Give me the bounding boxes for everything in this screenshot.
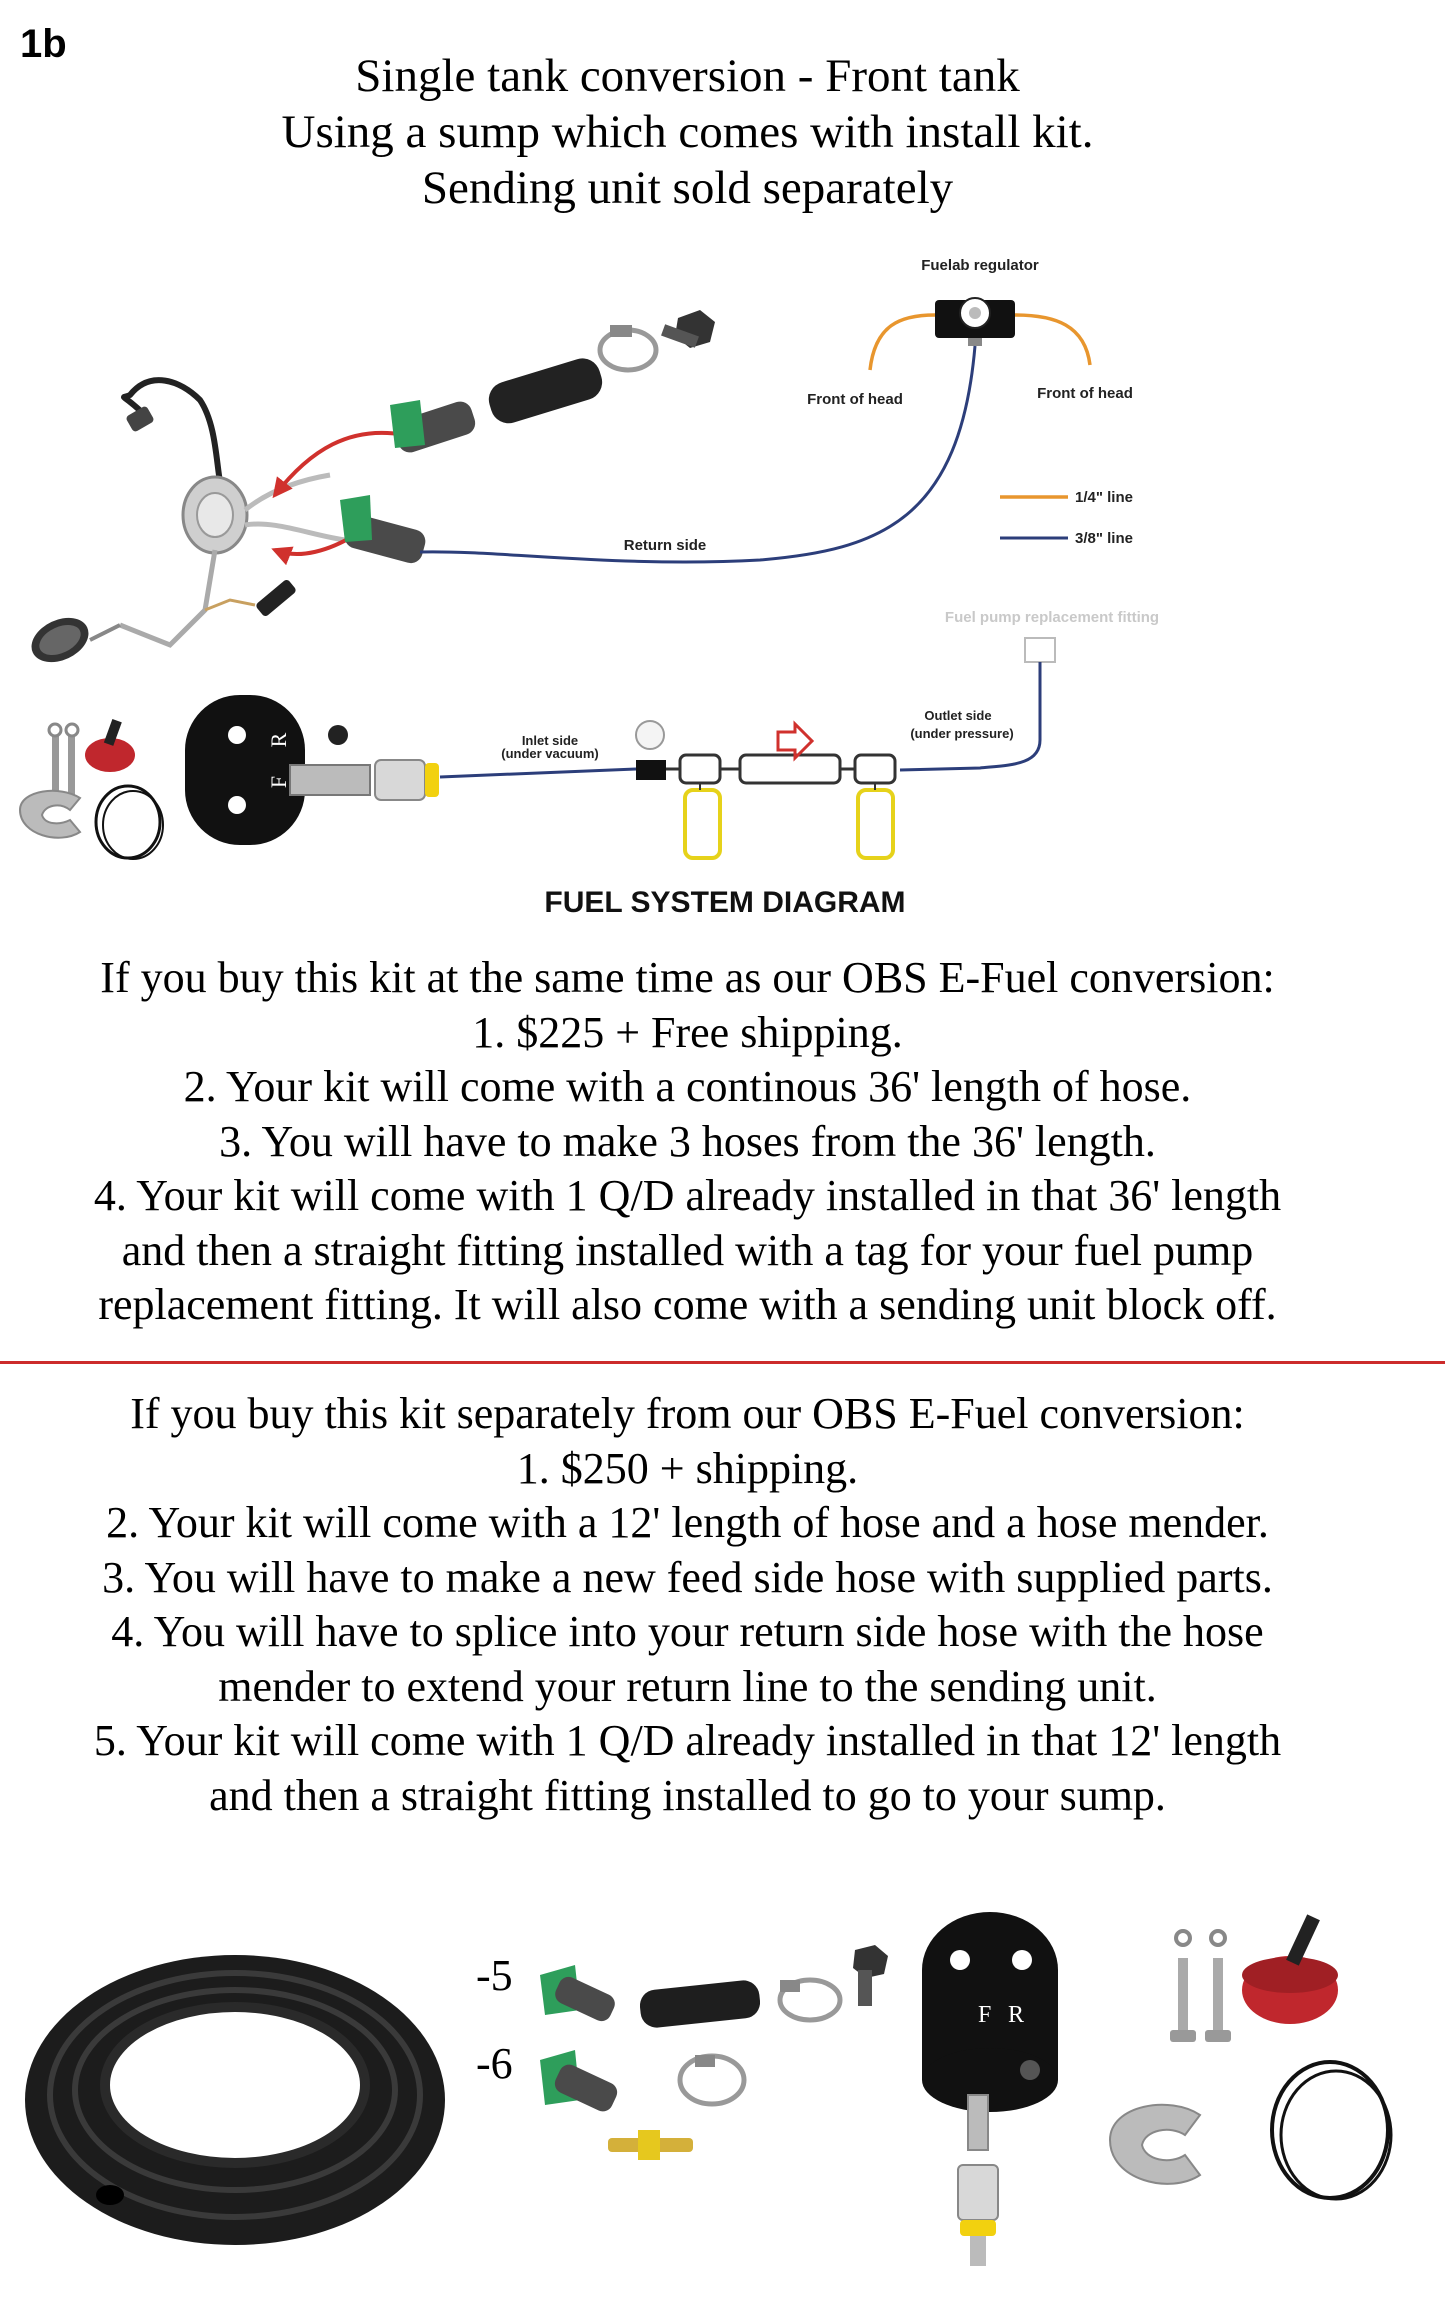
block-1-line: 2. Your kit will come with a continous 3… [183,1062,1192,1111]
block-2-line: 3. You will have to make a new feed side… [102,1552,1273,1602]
section-divider [0,1361,1445,1364]
block-1-line: 3. You will have to make 3 hoses from th… [219,1116,1156,1166]
hose-mender [608,2130,693,2160]
hose-clamp [597,325,659,373]
outlet-line [899,662,1042,772]
short-hose-piece [639,1980,761,2028]
sump-f-label: F [266,776,291,788]
flow-arrow-upper [272,430,406,499]
bolt-illustration [661,310,715,348]
dash-6-quick-disconnect [540,2050,618,2112]
hose-clamp-upper [777,1977,843,2023]
diagram-heading: FUEL SYSTEM DIAGRAM [544,886,905,919]
regulator-label: Fuelab regulator [921,257,1039,274]
kit-parts-illustration: F R -5 -6 [0,1890,1445,2310]
block-1-line: 1. $225 + Free shipping. [472,1007,903,1057]
parts-sump-f-label: F [978,2002,991,2028]
block-1-line: and then a straight fitting installed wi… [121,1225,1254,1275]
sump-r-label: R [266,732,291,747]
legend-quarter-label: 1/4" line [1075,489,1133,506]
outlet-label-line1: Outlet side [924,708,991,723]
quarter-line-left [868,313,936,371]
line-legend: 1/4" line 3/8" line [1000,489,1133,547]
title-line: Using a sump which comes with install ki… [281,106,1094,158]
block-2-line: 4. You will have to splice into your ret… [111,1607,1264,1656]
quick-disconnect-lower [340,495,426,564]
separate-purchase-block: If you buy this kit separately from our … [0,1387,1375,1823]
block-1-line: If you buy this kit at the same time as … [100,953,1275,1002]
title-line: Sending unit sold separately [421,162,954,214]
inlet-label-line1: Inlet side [522,733,578,748]
page-id-label: 1b [20,22,67,66]
legend-three-eighths-label: 3/8" line [1075,530,1133,547]
block-2-line: 2. Your kit will come with a 12' length … [106,1498,1269,1547]
outlet-label-line2: (under pressure) [910,726,1013,741]
block-2-line: 5. Your kit will come with 1 Q/D already… [93,1716,1282,1765]
same-time-purchase-block: If you buy this kit at the same time as … [0,951,1375,1333]
block-2-line: mender to extend your return line to the… [218,1661,1157,1711]
dash-5-quick-disconnect [540,1965,615,2022]
parts-sump-r-label: R [1008,2002,1024,2028]
bolt [853,1945,888,2006]
sump-hardware-parts [18,719,164,860]
quarter-line-right [1014,313,1092,366]
block-1-line: replacement fitting. It will also come w… [98,1280,1277,1329]
dash-6-label: -6 [476,2039,513,2088]
inlet-line [439,767,637,779]
block-2-line: 1. $250 + shipping. [516,1443,859,1493]
fuel-system-diagram: Fuelab regulator Front of head Front of … [18,257,1159,919]
block-1-line: 4. Your kit will come with 1 Q/D already… [93,1171,1282,1220]
quick-disconnect-upper [390,400,476,453]
sending-unit-illustration [31,377,346,663]
title-line: Single tank conversion - Front tank [355,50,1020,102]
sump-photo: F R [922,1912,1058,2266]
block-2-line: If you buy this kit separately from our … [130,1389,1245,1438]
sump-hardware-photo [1108,1914,1393,2201]
front-of-head-right-label: Front of head [1037,385,1133,402]
title-block: Single tank conversion - Front tank Usin… [0,48,1375,216]
return-side-label: Return side [624,537,707,554]
hose-clamp-lower [677,2053,747,2107]
hose-coil [25,1955,445,2245]
replacement-fitting-box [1024,637,1056,663]
sump-illustration: R F [185,695,439,845]
inlet-label-line2: (under vacuum) [501,746,599,761]
block-2-line: and then a straight fitting installed to… [209,1770,1166,1820]
dash-5-label: -5 [476,1951,513,2000]
front-of-head-left-label: Front of head [807,391,903,408]
replacement-fitting-label: Fuel pump replacement fitting [945,609,1159,626]
return-line [419,345,977,564]
fuelab-regulator [935,297,1015,346]
pump-filter-assembly [635,720,897,860]
flow-direction-arrow [776,720,815,762]
hose-piece [488,358,603,424]
